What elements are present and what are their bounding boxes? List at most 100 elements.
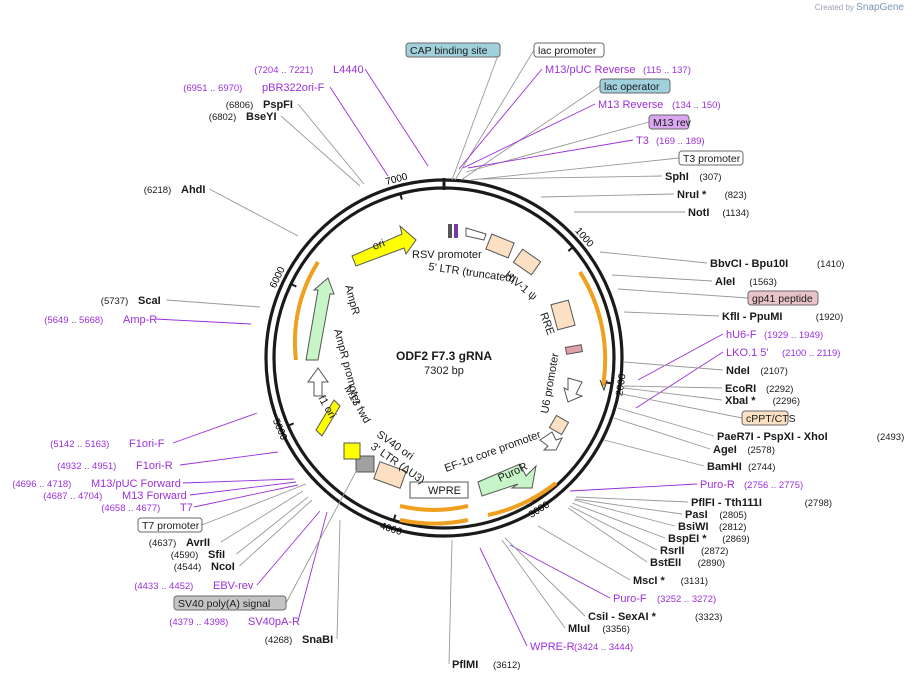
leader-line (479, 547, 528, 647)
label-text: NotI (688, 207, 709, 219)
label-l4440[interactable]: L4440(7204 .. 7221) (254, 64, 363, 76)
leader-line (470, 157, 680, 181)
label-snabi[interactable]: SnaBI(4268) (265, 634, 333, 646)
label-position: (307) (699, 172, 721, 183)
label-position: (4637) (149, 538, 176, 549)
label-text: L4440 (333, 64, 364, 76)
label-kfli[interactable]: KflI - PpuMI(1920) (722, 311, 843, 323)
leader-line (182, 478, 295, 484)
label-f1orif[interactable]: F1ori-F(5142 .. 5163) (50, 438, 165, 450)
label-sphi[interactable]: SphI (307) (665, 171, 722, 183)
label-purof[interactable]: Puro-F(3252 .. 3272) (613, 593, 716, 605)
label-rsrii[interactable]: RsrII(2872) (660, 545, 728, 557)
label-laco[interactable]: lac operator (599, 78, 671, 94)
wpre-box (409, 481, 469, 499)
label-sv40poly[interactable]: SV40 poly(A) signal (173, 595, 287, 611)
label-noti[interactable]: NotI(1134) (688, 207, 749, 219)
leader-line (504, 537, 586, 617)
label-msci[interactable]: MscI *(3131) (633, 575, 708, 587)
label-bsiwi[interactable]: BsiWI(2812) (678, 521, 746, 533)
label-text: lac operator (604, 81, 660, 93)
label-ncoi[interactable]: NcoI(4544) (174, 561, 235, 573)
label-position: (4268) (265, 635, 292, 646)
label-agei[interactable]: AgeI(2578) (713, 444, 775, 456)
wpre-label: WPRE (428, 485, 461, 497)
label-puror[interactable]: Puro-R(2756 .. 2775) (700, 479, 803, 491)
label-bspei[interactable]: BspEI *(2869) (668, 533, 750, 545)
label-text: BamHI (707, 461, 742, 473)
label-hu6f[interactable]: hU6-F(1929 .. 1949) (726, 329, 823, 341)
label-text: SphI (665, 171, 689, 183)
leader-line (280, 115, 361, 187)
label-m13pucf[interactable]: M13/pUC Forward(4696 .. 4718) (12, 478, 181, 490)
label-text: gp41 peptide (752, 293, 813, 305)
label-m13fwd[interactable]: M13 Forward(4687 .. 4704) (43, 490, 187, 502)
leader-line (451, 49, 501, 181)
label-t7p[interactable]: T7 promoter (137, 517, 203, 533)
label-cppt[interactable]: cPPT/CTS (741, 410, 796, 426)
label-bsteii[interactable]: BstEII(2890) (650, 557, 725, 569)
label-t3p[interactable]: T3 promoter (678, 150, 744, 166)
label-gp41[interactable]: gp41 peptide (747, 290, 819, 306)
label-pspfi[interactable]: PspFI(6806) (226, 99, 293, 111)
label-wprer[interactable]: WPRE-R(3424 .. 3444) (530, 641, 633, 653)
leader-line (154, 318, 252, 325)
label-ahdi[interactable]: AhdI(6218) (144, 184, 206, 196)
label-nrui[interactable]: NruI * (823) (677, 189, 747, 201)
leader-line (172, 412, 258, 444)
label-pflfi[interactable]: PflFI - Tth111I(2798) (691, 497, 832, 509)
label-ebvrev[interactable]: EBV-rev(4433 .. 4452) (134, 580, 254, 592)
rsv-promoter-label: RSV promoter (412, 249, 482, 261)
label-position: (823) (725, 190, 747, 201)
label-paer7i[interactable]: PaeR7I - PspXI - XhoI(2493) (717, 431, 904, 443)
label-lacp[interactable]: lac promoter (533, 42, 605, 58)
label-m13r[interactable]: M13 Reverse(134 .. 150) (598, 99, 721, 111)
label-ndei[interactable]: NdeI(2107) (726, 365, 788, 377)
label-pfimi[interactable]: PflMI(3612) (452, 659, 520, 671)
leader-line (613, 417, 711, 450)
label-text: NruI * (677, 189, 707, 201)
label-avrii[interactable]: AvrII(4637) (149, 537, 210, 549)
label-m13rev[interactable]: M13 rev (648, 114, 692, 130)
label-t7[interactable]: T7(4658 .. 4677) (101, 502, 193, 514)
label-sfii[interactable]: SfiI(4590) (171, 549, 225, 561)
label-scai[interactable]: ScaI(5737) (101, 295, 161, 307)
label-text: M13 rev (653, 117, 692, 129)
label-bseyi[interactable]: BseYI(6802) (209, 111, 277, 123)
label-m13puc[interactable]: M13/pUC Reverse(115 .. 137) (545, 64, 691, 76)
label-f1orir[interactable]: F1ori-R(4932 .. 4951) (57, 460, 173, 472)
label-pbr[interactable]: pBR322ori-F(6951 .. 6970) (183, 82, 324, 94)
label-position: (2292) (766, 384, 793, 395)
leader-line (201, 483, 307, 526)
label-ampr[interactable]: Amp-R(5649 .. 5668) (44, 314, 157, 326)
leader-line (236, 496, 309, 555)
label-lko1[interactable]: LKO.1 5'(2100 .. 2119) (726, 347, 840, 359)
label-csii[interactable]: CsiI - SexAI *(3323) (588, 611, 722, 623)
plasmid-size: 7302 bp (424, 365, 464, 377)
label-sv40par[interactable]: SV40pA-R(4379 .. 4398) (169, 616, 300, 628)
label-xbai[interactable]: XbaI *(2296) (725, 395, 800, 407)
ltr5-label: 5' LTR (truncated) (428, 261, 516, 285)
label-ecori[interactable]: EcoRI (2292) (725, 383, 793, 395)
leader-line (462, 103, 596, 169)
label-t3[interactable]: T3(169 .. 189) (636, 135, 705, 147)
leader-line (467, 139, 634, 169)
label-position: (2872) (701, 546, 728, 557)
label-text: SV40 poly(A) signal (178, 598, 270, 610)
feature-shapes (305, 224, 584, 499)
label-cap[interactable]: CAP binding site (405, 42, 501, 58)
leader-line (599, 251, 708, 264)
label-bbvci[interactable]: BbvCI - Bpu10I(1410) (710, 258, 844, 270)
label-alei[interactable]: AleI(1563) (715, 276, 777, 288)
label-pasi[interactable]: PasI(2805) (685, 509, 747, 521)
label-text: Amp-R (123, 314, 157, 326)
label-position: (4433 .. 4452) (134, 581, 193, 592)
label-position: (1920) (816, 312, 843, 323)
ltr3-box (373, 461, 407, 489)
label-text: EcoRI (725, 383, 756, 395)
ori-arrow (351, 224, 417, 267)
label-text: XbaI * (725, 395, 756, 407)
label-bamhi[interactable]: BamHI(2744) (707, 461, 775, 473)
ampr-arrow (305, 277, 335, 361)
label-mlui[interactable]: MluI(3356) (568, 623, 630, 635)
